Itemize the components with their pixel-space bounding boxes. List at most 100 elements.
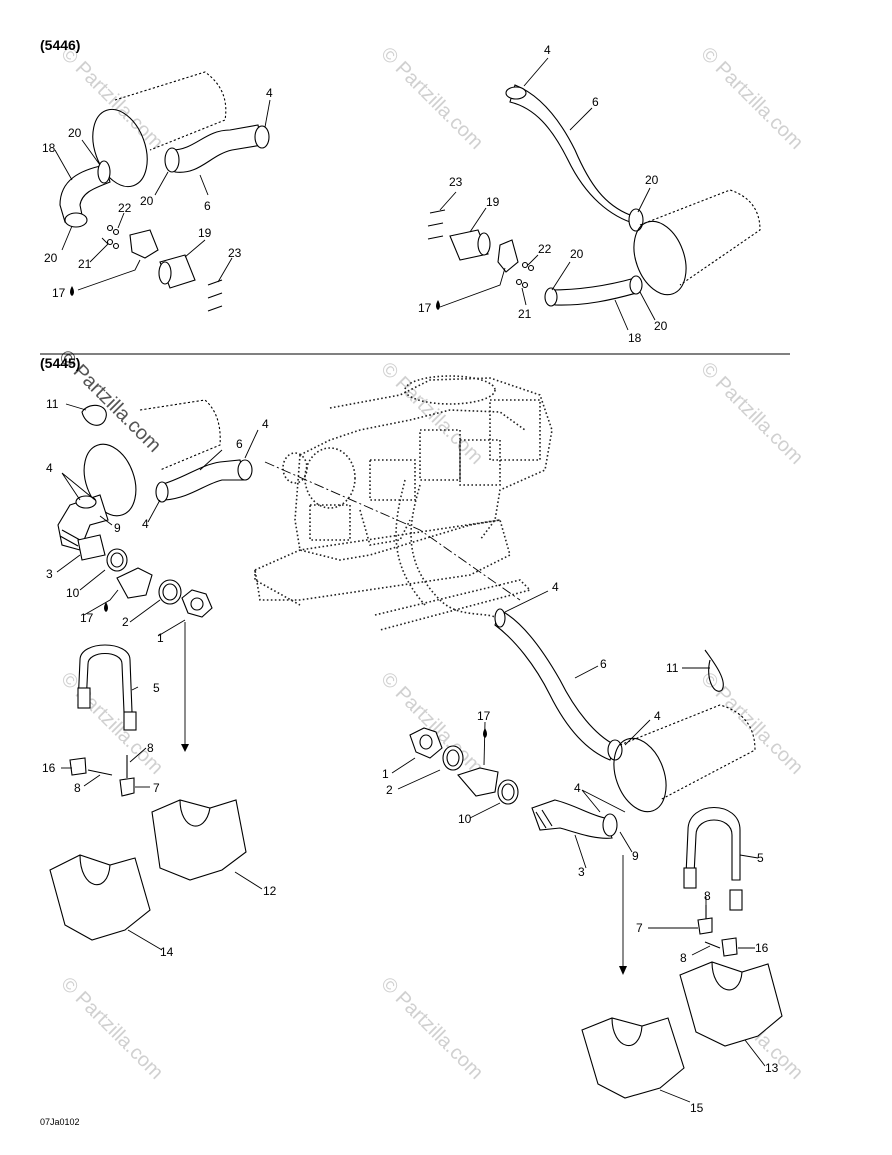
hose-6	[494, 609, 616, 761]
bracket-17	[129, 229, 159, 259]
watermark: © Partzilla.com	[376, 358, 487, 469]
callout-label: 20	[44, 251, 58, 265]
screw-8	[704, 941, 721, 949]
callout-label: 18	[42, 141, 56, 155]
bracket-7	[119, 777, 135, 797]
clamp	[505, 86, 527, 100]
strap-clip	[729, 889, 743, 911]
muffler-end	[613, 737, 667, 813]
callout-label: 19	[486, 195, 500, 209]
callout-label: 8	[147, 741, 154, 755]
engine-outline	[254, 375, 553, 631]
nut-1	[409, 727, 443, 759]
callout-label: 20	[654, 319, 668, 333]
mount-block-13	[679, 961, 783, 1047]
bracket-17	[116, 567, 153, 599]
watermark: © Partzilla.com	[696, 668, 807, 779]
callout-label: 4	[46, 461, 53, 475]
elbow-3	[531, 799, 613, 839]
fitting-19	[449, 229, 489, 261]
ring-10	[106, 548, 128, 572]
hose-6	[509, 84, 642, 226]
watermark: © Partzilla.com	[696, 358, 807, 469]
nut	[521, 261, 529, 269]
clamp	[97, 160, 111, 184]
callout-label: 4	[654, 709, 661, 723]
callout-label: 5	[153, 681, 160, 695]
callout-label: 11	[666, 661, 679, 675]
callout-label: 8	[74, 781, 81, 795]
callout-label: 19	[198, 226, 212, 240]
callout-label: 16	[42, 761, 56, 775]
callout-label: 5	[757, 851, 764, 865]
muffler-end	[92, 108, 148, 188]
muffler-end	[83, 443, 137, 517]
watermark: © Partzilla.com	[56, 973, 167, 1084]
nut	[106, 224, 114, 232]
tube	[77, 534, 106, 561]
strap-clip	[77, 687, 91, 709]
strap-clip	[123, 711, 137, 731]
callout-label: 4	[262, 417, 269, 431]
watermark: © Partzilla.com	[696, 43, 807, 154]
screw-23	[207, 292, 223, 299]
callout-label: 8	[680, 951, 687, 965]
callout-label: 20	[645, 173, 659, 187]
callout-label: 10	[66, 586, 80, 600]
clamp	[237, 459, 253, 481]
clamp	[602, 813, 618, 837]
fitting-end	[477, 232, 491, 256]
callout-label: 17	[80, 611, 94, 625]
screw-23	[427, 235, 444, 240]
callout-label: 4	[142, 517, 149, 531]
callout-label: 4	[544, 43, 551, 57]
clamp	[254, 125, 270, 149]
watermark: © Partzilla.com	[376, 43, 487, 154]
lubricant-drop-icon	[436, 300, 440, 310]
callout-label: 22	[538, 242, 552, 256]
muffler-outline	[639, 189, 761, 286]
muffler-end	[633, 220, 687, 296]
callout-label: 9	[632, 849, 639, 863]
mount-block-12	[151, 799, 247, 881]
callout-label: 22	[118, 201, 132, 215]
muffler-outline	[139, 399, 221, 471]
callout-label: 20	[570, 247, 584, 261]
callout-label: 17	[418, 301, 432, 315]
nut	[515, 278, 523, 286]
screw-8	[87, 769, 113, 776]
callout-label: 11	[46, 397, 59, 411]
bracket-17	[497, 239, 519, 273]
clamp	[64, 212, 88, 228]
callout-label: 23	[228, 246, 242, 260]
clamp	[164, 147, 180, 173]
callout-label: 18	[628, 331, 642, 345]
callout-label: 20	[140, 194, 154, 208]
watermark: © Partzilla.com	[376, 668, 487, 779]
clamp	[628, 208, 644, 232]
callout-label: 7	[636, 921, 643, 935]
mount-block-14	[49, 854, 151, 941]
bracket-16	[721, 937, 738, 957]
bracket-17	[457, 767, 499, 797]
lubricant-drop-icon	[483, 728, 487, 738]
callout-label: 2	[386, 783, 393, 797]
callout-label: 10	[458, 812, 472, 826]
callout-label: 6	[600, 657, 607, 671]
muffler-outline	[619, 704, 756, 801]
callout-label: 9	[114, 521, 121, 535]
ring-10	[497, 779, 519, 805]
callout-label: 17	[477, 709, 491, 723]
callout-label: 14	[160, 945, 174, 959]
clamp	[494, 608, 506, 628]
callout-label: 12	[263, 884, 277, 898]
callout-label: 20	[68, 126, 82, 140]
mount-block-15	[581, 1017, 685, 1099]
ring-2	[158, 579, 182, 605]
lubricant-drop-icon	[70, 286, 74, 296]
screw-23	[207, 305, 223, 312]
strap-clip	[683, 867, 697, 889]
clamp	[155, 481, 169, 503]
ring-2	[442, 745, 464, 771]
